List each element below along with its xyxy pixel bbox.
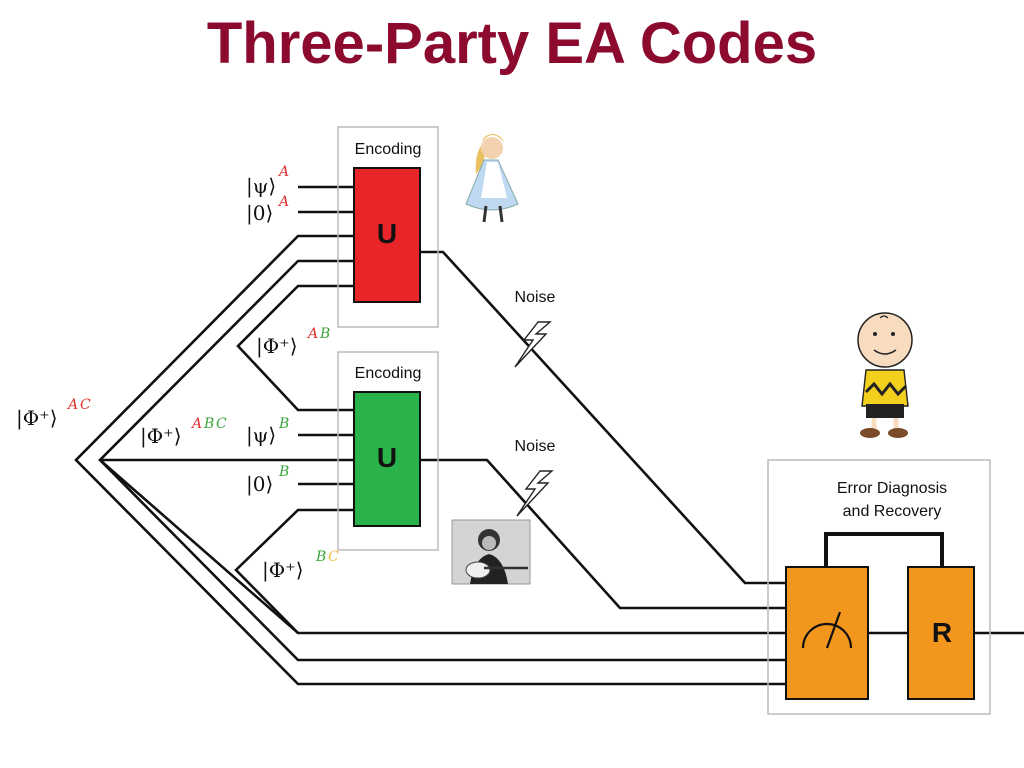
- ket-phi-ab: |Φ⁺⟩ A B: [256, 326, 330, 359]
- ket-phi-bc: |Φ⁺⟩ B C: [262, 549, 339, 583]
- svg-text:C: C: [216, 416, 227, 432]
- svg-text:|Φ⁺⟩: |Φ⁺⟩: [256, 334, 298, 359]
- ket-zero-a: |0⟩ A: [246, 194, 289, 226]
- decoder-box: [767, 459, 991, 715]
- alice-figure-icon: [465, 134, 519, 223]
- recovery-label: R: [932, 617, 952, 648]
- wire-alice-out: [420, 250, 786, 585]
- alice-u-gate: [353, 167, 421, 303]
- alice-u-label: U: [377, 218, 397, 249]
- ket-phi-ac: |Φ⁺⟩ A C: [16, 397, 91, 431]
- lightning-icon: [514, 321, 552, 368]
- decoder-label-line1: Error Diagnosis: [837, 480, 947, 497]
- charlie-brown-figure-icon: [857, 312, 913, 438]
- svg-text:B: B: [203, 416, 214, 432]
- svg-text:|ψ⟩: |ψ⟩: [246, 423, 276, 448]
- svg-text:A: A: [306, 326, 318, 342]
- bob-u-gate: [353, 391, 421, 527]
- wire-bob-out: [420, 458, 786, 610]
- svg-text:|Φ⁺⟩: |Φ⁺⟩: [16, 406, 58, 431]
- page-title: Three-Party EA Codes: [206, 11, 818, 76]
- svg-text:B: B: [278, 464, 289, 480]
- wire-ac: [74, 234, 786, 686]
- svg-text:|0⟩: |0⟩: [246, 472, 273, 497]
- svg-text:|Φ⁺⟩: |Φ⁺⟩: [262, 558, 304, 583]
- svg-text:B: B: [278, 416, 289, 432]
- lightning-icon: [516, 470, 554, 517]
- bob-encoding-box: [337, 351, 439, 551]
- svg-text:A: A: [190, 416, 202, 432]
- ket-psi-a: |ψ⟩ A: [246, 164, 289, 199]
- svg-text:A: A: [277, 194, 289, 210]
- wire-bc: [234, 508, 354, 634]
- alice-encoding-box: [337, 126, 439, 328]
- alice-encoding-label: Encoding: [355, 141, 422, 158]
- svg-text:|Φ⁺⟩: |Φ⁺⟩: [140, 424, 182, 449]
- meter-icon: [801, 611, 853, 649]
- svg-text:C: C: [80, 397, 91, 413]
- wire-ab: [236, 284, 354, 412]
- recovery-gate: [907, 566, 975, 700]
- svg-text:|ψ⟩: |ψ⟩: [246, 174, 276, 199]
- svg-text:A: A: [277, 164, 289, 180]
- svg-text:C: C: [328, 549, 339, 565]
- bob-dylan-photo-icon: [451, 519, 531, 585]
- svg-text:|0⟩: |0⟩: [246, 201, 273, 226]
- svg-text:B: B: [315, 549, 326, 565]
- bob-u-label: U: [377, 442, 397, 473]
- svg-text:B: B: [319, 326, 330, 342]
- ket-zero-b: |0⟩ B: [246, 464, 289, 497]
- wire-classical: [824, 532, 944, 566]
- ket-phi-abc: |Φ⁺⟩ A B C: [140, 416, 227, 449]
- measurement-gate: [785, 566, 869, 700]
- noise-label-2: Noise: [515, 438, 556, 455]
- wires: [74, 185, 1024, 686]
- svg-text:A: A: [66, 397, 78, 413]
- decoder-label-line2: and Recovery: [843, 503, 942, 520]
- ket-psi-b: |ψ⟩ B: [246, 416, 289, 448]
- noise-label-1: Noise: [515, 289, 556, 306]
- bob-encoding-label: Encoding: [355, 365, 422, 382]
